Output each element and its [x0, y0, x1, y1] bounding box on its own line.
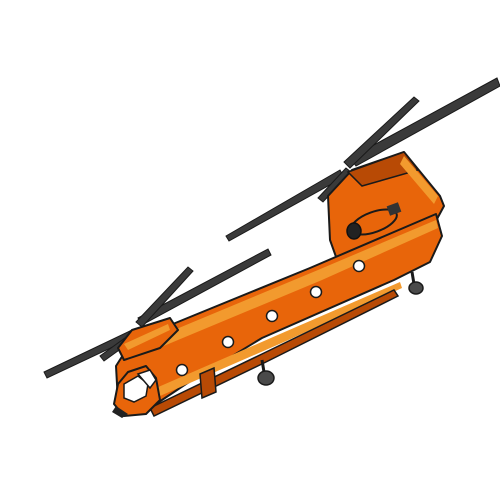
engine-intake	[346, 222, 362, 240]
rear-wheel	[408, 281, 424, 295]
mid-wheel	[257, 370, 275, 386]
cockpit-chin	[112, 406, 128, 418]
porthole-1	[175, 363, 189, 377]
engine-pod	[346, 202, 402, 240]
rear-rotor	[225, 77, 500, 242]
rear-pylon-top	[346, 151, 420, 187]
rear-rotor-blade-down	[317, 167, 352, 203]
porthole-5	[352, 259, 366, 273]
mid-gear-strut	[260, 359, 266, 373]
rear-pylon-ribs	[400, 156, 438, 204]
landing-gear	[257, 271, 424, 386]
rear-rotor-blade-right	[349, 77, 500, 167]
front-rotor-blade-up	[135, 266, 194, 328]
engine-exhaust	[386, 202, 402, 216]
front-pylon-stripe	[124, 324, 170, 350]
fuselage-stripe-upper	[150, 220, 438, 350]
rear-rotor-blade-left	[225, 169, 345, 242]
rear-rotor-blade-up	[343, 96, 420, 169]
porthole-2	[221, 335, 235, 349]
fuselage-stripe-lower	[156, 282, 402, 396]
portholes	[175, 259, 366, 377]
side-door	[199, 366, 217, 400]
cockpit-window-front	[123, 375, 149, 403]
cockpit-window-side	[136, 369, 157, 390]
porthole-3	[265, 309, 279, 323]
porthole-4	[309, 285, 323, 299]
